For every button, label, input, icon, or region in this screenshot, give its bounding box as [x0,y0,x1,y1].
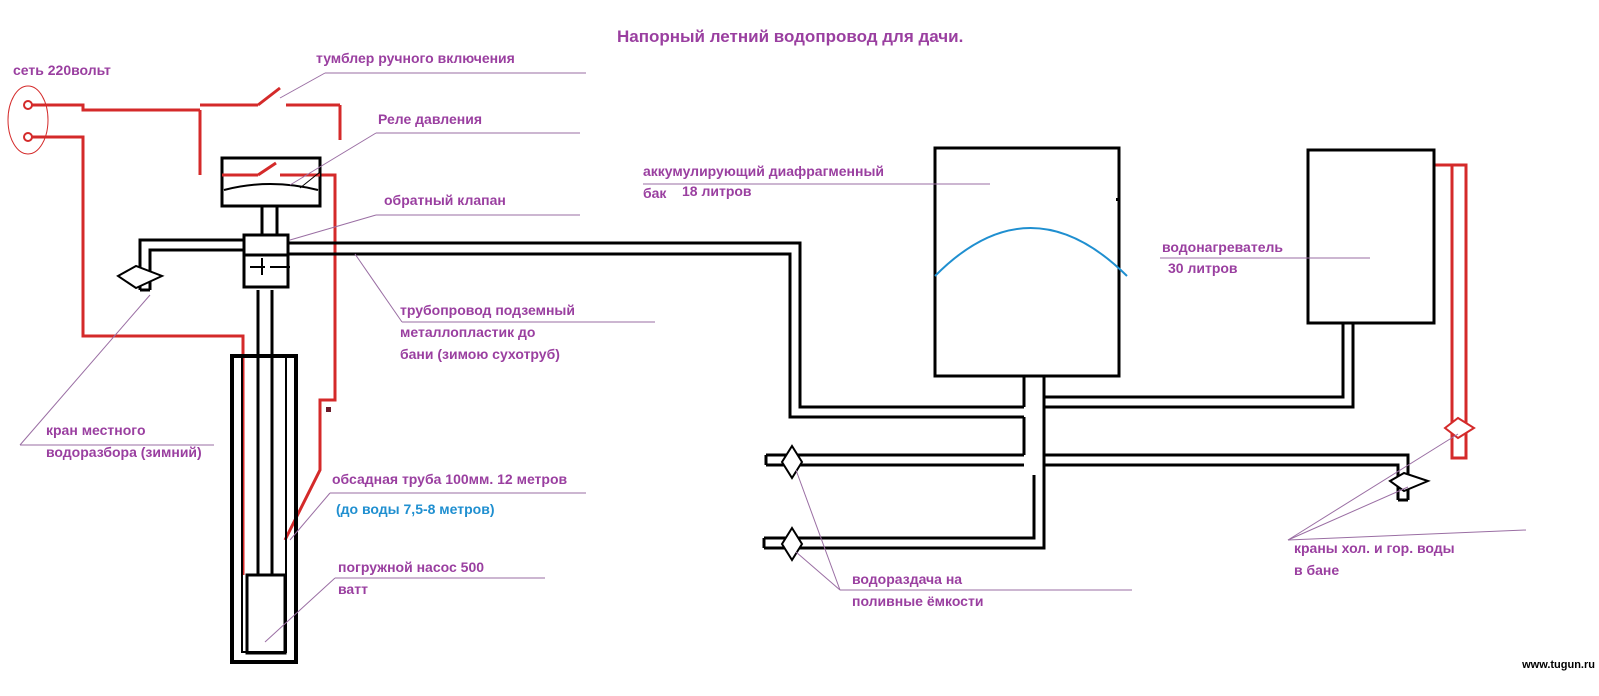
tank-membrane [934,227,1128,277]
label-local-tap-line2: водоразбора (зимний) [46,444,202,460]
irrigation-tap-2-icon[interactable] [780,526,804,562]
local-tap-valve-icon[interactable] [116,264,165,290]
relay-stem [260,206,279,235]
leader-lines [19,72,1527,643]
water-heater [1306,148,1436,325]
submersible-pump [245,573,287,655]
bath-hot-tap-icon[interactable] [1443,416,1476,440]
watermark: www.tugun.ru [1521,659,1595,671]
main-pipeline [288,241,1410,550]
mains-socket [7,85,49,155]
accumulator-tank [933,146,1128,378]
pressure-relay [220,156,322,208]
label-irrigation-line2: поливные ёмкости [852,593,983,609]
toggle-switch-lever [257,86,281,107]
label-casing-line2: (до воды 7,5-8 метров) [336,501,495,517]
label-pipeline-line3: бани (зимою сухотруб) [400,346,560,362]
label-casing-line1: обсадная труба 100мм. 12 метров [332,471,568,487]
label-tank-line2a: бак [643,185,667,201]
label-toggle: тумблер ручного включения [316,50,515,66]
label-bath-taps-line1: краны хол. и гор. воды [1294,540,1455,556]
label-mains: сеть 220вольт [13,62,111,78]
stray-mark [326,407,331,412]
label-heater-line1: водонагреватель [1162,239,1283,255]
riser-pipe [256,290,274,575]
label-bath-taps-line2: в бане [1294,562,1339,578]
label-irrigation-line1: водораздача на [852,571,962,587]
label-pipeline-line1: трубопровод подземный [400,302,575,318]
bath-cold-tap-icon[interactable] [1388,471,1431,493]
irrigation-tap-1-icon[interactable] [780,444,804,480]
label-pipeline-line2: металлопластик до [400,324,535,340]
label-local-tap-line1: кран местного [46,422,146,438]
label-tank-line1: аккумулирующий диафрагменный [643,163,884,179]
diagram-title: Напорный летний водопровод для дачи. [617,27,963,46]
check-valve [242,233,290,289]
label-pump-line2: ватт [338,581,368,597]
label-pump-line1: погружной насос 500 [338,559,484,575]
local-tap-branch [138,238,244,292]
stray-mark [1116,198,1118,201]
label-check-valve: обратный клапан [384,192,506,208]
label-relay: Реле давления [378,111,482,127]
label-tank-line2b: 18 литров [682,183,752,199]
label-heater-line2: 30 литров [1168,260,1238,276]
